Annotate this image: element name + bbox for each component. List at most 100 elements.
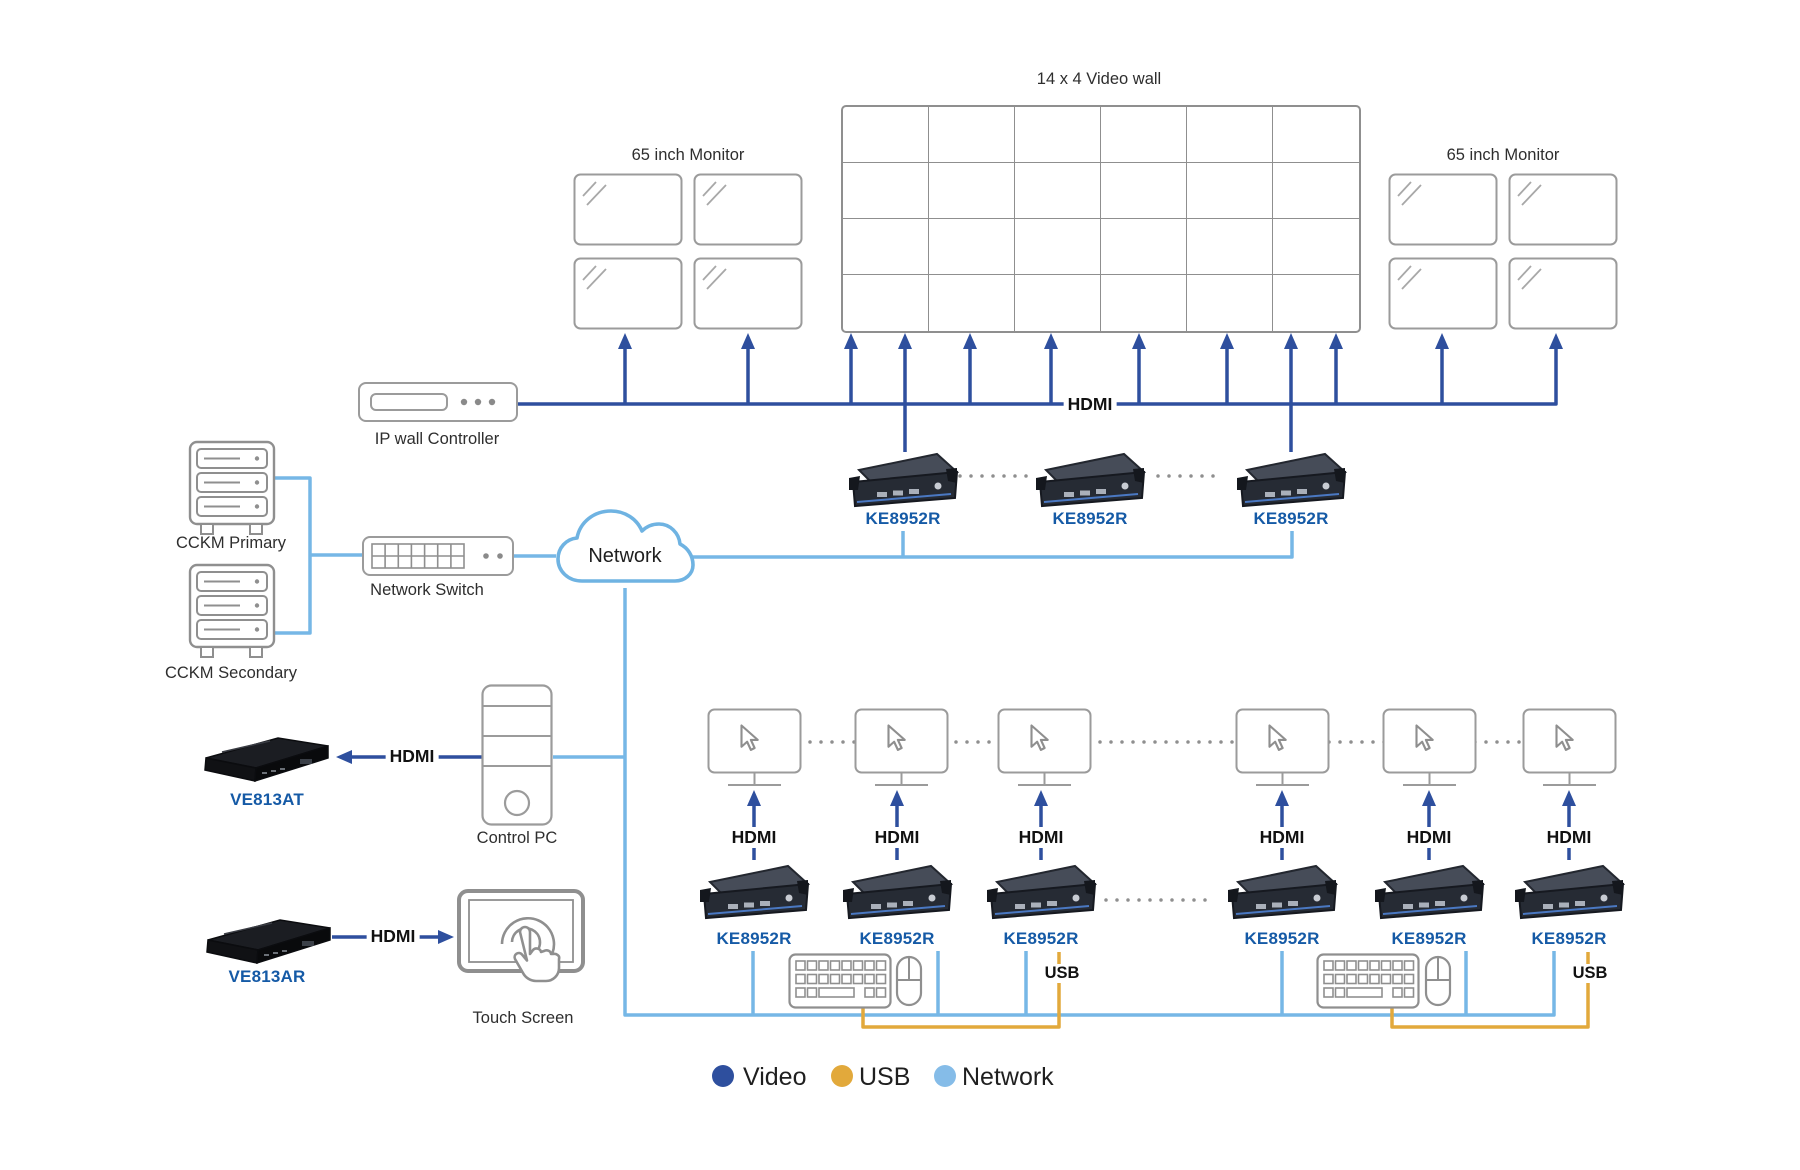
- video-wall-cell: [843, 163, 929, 219]
- monitor-65inch-icon: [1508, 173, 1618, 246]
- video-wall-cell: [1015, 275, 1101, 331]
- video-wall-cell: [1187, 107, 1273, 163]
- touch-screen-label: Touch Screen: [472, 1009, 574, 1027]
- legend-usb-dot: [831, 1065, 853, 1087]
- ke8952r-label: KE8952R: [716, 929, 792, 948]
- video-wall-cell: [1101, 275, 1187, 331]
- network-switch-label: Network Switch: [370, 581, 484, 599]
- cursor-icon: [1268, 724, 1287, 751]
- video-wall-cell: [843, 107, 929, 163]
- legend-video-label: Video: [743, 1063, 807, 1091]
- station-monitor-icon: [707, 708, 802, 788]
- ke8952r-label: KE8952R: [1391, 929, 1467, 948]
- video-wall-cell: [1101, 219, 1187, 275]
- hdmi-label: HDMI: [1542, 827, 1596, 848]
- video-wall-cell: [929, 219, 1015, 275]
- video-wall-cell: [1101, 107, 1187, 163]
- ke8952r-device: [837, 858, 957, 924]
- cckm-primary-icon: [188, 440, 276, 536]
- usb-label: USB: [1568, 964, 1612, 983]
- monitor-65inch-icon: [693, 257, 803, 330]
- monitor-65inch-icon: [573, 173, 683, 246]
- station-monitor-icon: [854, 708, 949, 788]
- video-wall-cell: [1187, 275, 1273, 331]
- monitor-65inch-icon: [1508, 257, 1618, 330]
- video-wall-cell: [1187, 163, 1273, 219]
- cursor-icon: [886, 724, 906, 751]
- legend-usb-label: USB: [859, 1063, 911, 1091]
- monitor-group-left-label: 65 inch Monitor: [631, 146, 745, 164]
- video-wall-cell: [1187, 219, 1273, 275]
- cckm-secondary-label: CCKM Secondary: [164, 664, 298, 682]
- station-monitor-icon: [1382, 708, 1477, 788]
- video-wall-cell: [843, 219, 929, 275]
- video-wall-grid: [841, 105, 1361, 333]
- network-lines: [275, 476, 1556, 1017]
- cursor-icon: [1554, 724, 1574, 751]
- ke8952r-device: [1509, 858, 1629, 924]
- cckm-secondary-icon: [188, 563, 276, 659]
- mouse-icon: [895, 955, 923, 1007]
- hdmi-label: HDMI: [1255, 827, 1309, 848]
- video-wall-cell: [929, 163, 1015, 219]
- ve813at-device: [200, 728, 334, 790]
- ke8952r-device: [1369, 858, 1489, 924]
- video-wall-cell: [1101, 163, 1187, 219]
- video-wall-cell: [1273, 219, 1359, 275]
- ve813at-label: VE813AT: [230, 790, 304, 809]
- hdmi-label: HDMI: [727, 827, 781, 848]
- hdmi-lines: [332, 349, 1571, 939]
- monitor-65inch-icon: [1388, 173, 1498, 246]
- ke8952r-device: [1231, 448, 1351, 510]
- hdmi-label: HDMI: [1402, 827, 1456, 848]
- hdmi-label: HDMI: [1014, 827, 1068, 848]
- hdmi-label: HDMI: [366, 926, 420, 947]
- monitor-group-right-label: 65 inch Monitor: [1446, 146, 1560, 164]
- ke8952r-label: KE8952R: [1253, 509, 1329, 528]
- keyboard-icon: [788, 953, 892, 1009]
- ke8952r-label: KE8952R: [859, 929, 935, 948]
- network-switch-icon: [362, 536, 514, 576]
- video-wall-title: 14 x 4 Video wall: [1036, 70, 1162, 88]
- cursor-icon: [739, 724, 759, 751]
- hdmi-label: HDMI: [870, 827, 924, 848]
- ke8952r-label: KE8952R: [1244, 929, 1320, 948]
- ke8952r-device: [1222, 858, 1342, 924]
- ke8952r-device: [981, 858, 1101, 924]
- control-pc-label: Control PC: [476, 829, 558, 847]
- hdmi-label: HDMI: [385, 746, 439, 767]
- video-wall-cell: [1273, 275, 1359, 331]
- touch-screen-icon: [456, 888, 588, 996]
- legend-network-dot: [934, 1065, 956, 1087]
- mouse-icon: [1424, 955, 1452, 1007]
- hdmi-bus-label: HDMI: [1063, 394, 1117, 415]
- video-wall-cell: [1273, 163, 1359, 219]
- video-wall-cell: [1015, 163, 1101, 219]
- cursor-icon: [1414, 724, 1434, 751]
- ke8952r-device: [843, 448, 963, 510]
- ve813ar-label: VE813AR: [228, 967, 306, 986]
- ke8952r-label: KE8952R: [1052, 509, 1128, 528]
- video-wall-cell: [1015, 219, 1101, 275]
- ke8952r-label: KE8952R: [1531, 929, 1607, 948]
- video-wall-cell: [929, 275, 1015, 331]
- legend-video-dot: [712, 1065, 734, 1087]
- ke8952r-device: [1030, 448, 1150, 510]
- keyboard-icon: [1316, 953, 1420, 1009]
- cursor-icon: [1029, 724, 1049, 751]
- control-pc-icon: [481, 684, 553, 826]
- station-monitor-icon: [997, 708, 1092, 788]
- usb-lines: [861, 952, 1590, 1029]
- monitor-65inch-icon: [1388, 257, 1498, 330]
- ke8952r-device: [694, 858, 814, 924]
- legend-network-label: Network: [962, 1063, 1054, 1091]
- network-cloud-icon: [555, 505, 695, 591]
- ke8952r-label: KE8952R: [865, 509, 941, 528]
- station-monitor-icon: [1235, 708, 1330, 788]
- ip-wall-controller-label: IP wall Controller: [374, 430, 500, 448]
- video-wall-cell: [1273, 107, 1359, 163]
- monitor-65inch-icon: [573, 257, 683, 330]
- ip-wall-controller-icon: [358, 382, 518, 422]
